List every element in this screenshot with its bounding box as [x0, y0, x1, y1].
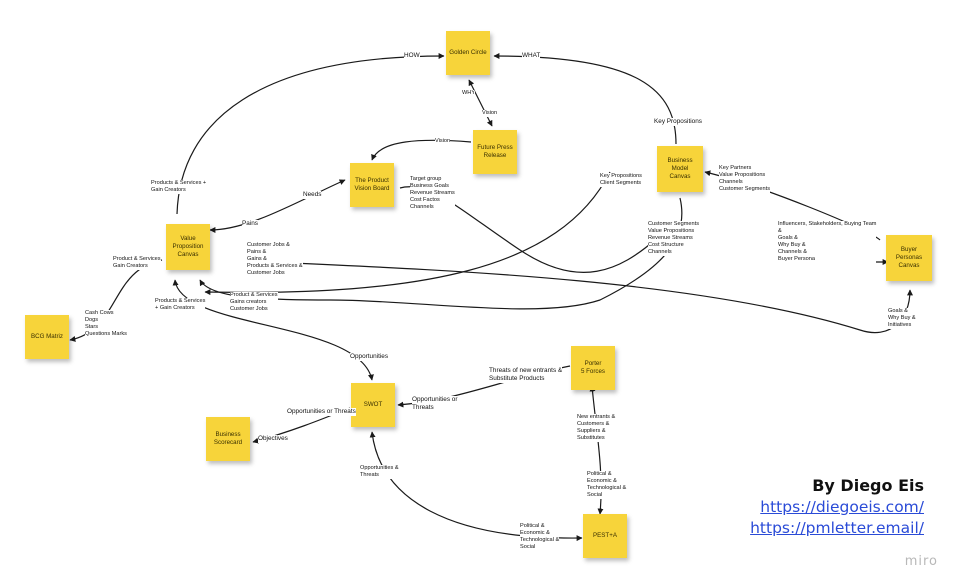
edge-bmc-golden-what	[493, 53, 677, 145]
label-pains: Pains	[242, 220, 258, 228]
note-future-press-release[interactable]: Future Press Release	[473, 130, 517, 174]
edge-vpc-personas	[267, 259, 913, 334]
note-porter-5-forces[interactable]: Porter 5 Forces	[571, 346, 615, 390]
label-objectives: Objectives	[258, 435, 288, 443]
label-products-gain-creators-left: Product & Services Gain Creators	[113, 256, 161, 270]
note-value-proposition-canvas[interactable]: Value Proposition Canvas	[166, 224, 210, 270]
credit-link-diegoeis[interactable]: https://diegoeis.com/	[760, 498, 924, 516]
note-bcg-matriz[interactable]: BCG Matriz	[25, 315, 69, 359]
note-swot[interactable]: SWOT	[351, 383, 395, 427]
label-opportunities: Opportunities	[350, 353, 389, 361]
miro-watermark: miro	[904, 554, 938, 569]
label-opp-threats-bottom: Opportunities & Threats	[360, 465, 399, 479]
label-political-lower: Political & Economic & Technological & S…	[520, 523, 560, 551]
label-opp-or-threats-left: Opportunities or Threats	[287, 408, 356, 416]
note-golden-circle[interactable]: Golden Circle	[446, 31, 490, 75]
note-business-model-canvas[interactable]: Business Model Canvas	[657, 146, 703, 192]
label-new-entrants: New entrants & Customers & Suppliers & S…	[577, 414, 616, 442]
label-vision-2: Vision	[435, 138, 451, 145]
note-product-vision-board[interactable]: The Product Vision Board	[350, 163, 394, 207]
label-why: WHY	[462, 90, 476, 97]
label-influencers: Influencers, Stakeholders, Buying Team &…	[778, 221, 877, 263]
note-buyer-personas-canvas[interactable]: Buyer Personas Canvas	[886, 235, 932, 281]
edge-press-vision	[371, 139, 472, 161]
label-customer-jobs: Customer Jobs & Pains & Gains & Products…	[247, 242, 303, 277]
label-needs: Needs	[303, 191, 322, 199]
label-how: HOW	[404, 52, 420, 60]
label-key-prop-client: Key Propositions Client Segments	[600, 173, 642, 187]
credit-link-pmletter[interactable]: https://pmletter.email/	[750, 519, 924, 537]
label-customer-segments: Customer Segments Value Propositions Rev…	[648, 221, 699, 256]
note-pest-a[interactable]: PEST+A	[583, 514, 627, 558]
credit-author: By Diego Eis	[812, 476, 924, 495]
label-target-group: Target group Business Goals Revenue Stre…	[410, 176, 455, 211]
label-what: WHAT	[522, 52, 541, 60]
label-cash-cows: Cash Cows Dogs Stars Questions Marks	[85, 310, 127, 338]
note-business-scorecard[interactable]: Business Scorecard	[206, 417, 250, 461]
label-key-partners: Key Partners Value Propositions Channels…	[719, 165, 770, 193]
label-products-gain-top: Products & Services + Gain Creators	[151, 180, 207, 194]
label-vision-1: Vision	[482, 110, 498, 117]
label-opp-or-threats-right: Opportunities or Threats	[412, 396, 458, 412]
label-political-upper: Political & Economic & Technological & S…	[587, 471, 627, 499]
label-threats-new-entrants: Threats of new entrants & Substitute Pro…	[489, 367, 563, 383]
label-goals-why: Goals & Why Buy & Initiatives	[888, 308, 916, 329]
edge-golden-press-why	[468, 79, 493, 127]
label-key-propositions: Key Propositions	[654, 118, 702, 126]
label-products-gains-jobs: Product & Services Gains creators Custom…	[230, 292, 278, 313]
edge-vpc-pvb-needs	[209, 179, 346, 233]
label-products-gain-bottom: Products & Services + Gain Creators	[155, 298, 206, 312]
